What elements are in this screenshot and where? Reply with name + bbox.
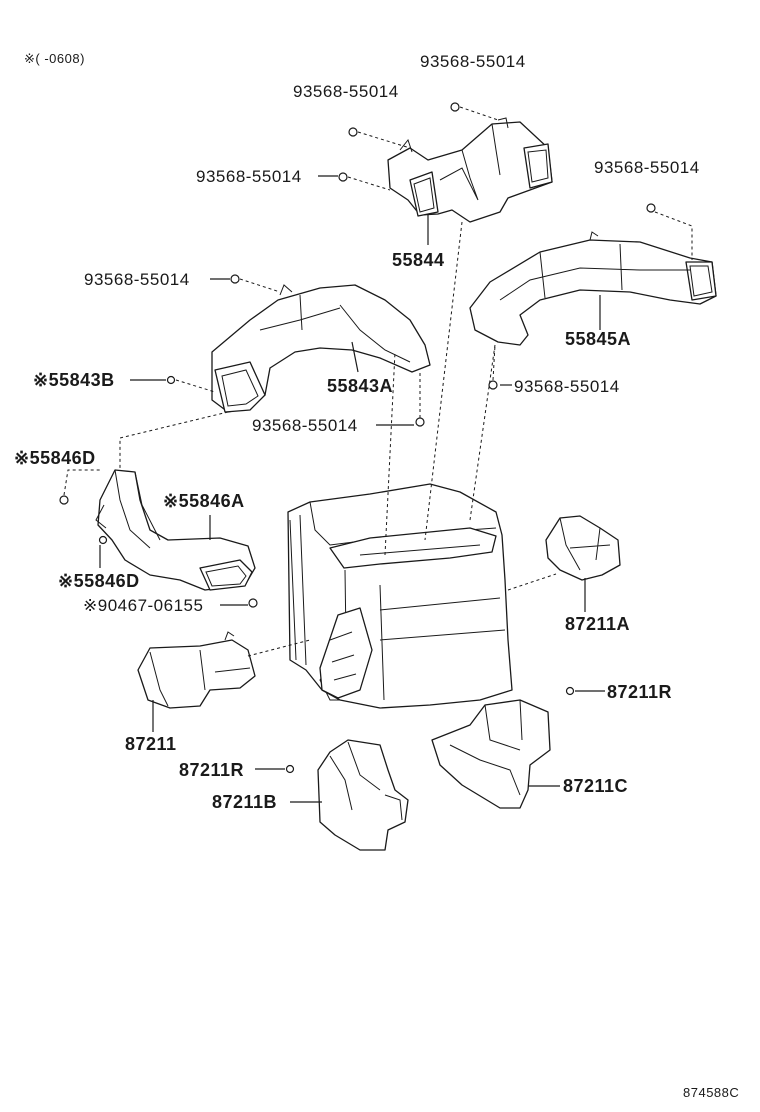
part-87211c-duct bbox=[431, 699, 551, 809]
leader-lines bbox=[99, 175, 605, 803]
part-55844-duct bbox=[387, 117, 553, 223]
footer-code: 874588C bbox=[683, 1085, 739, 1100]
part-55843a-duct bbox=[211, 284, 431, 413]
label-bolt-top-right: 93568-55014 bbox=[420, 52, 526, 71]
part-87211a-duct bbox=[545, 515, 621, 581]
label-55846d-top: ※55846D bbox=[14, 448, 96, 468]
part-87211-duct bbox=[137, 631, 256, 709]
label-bolt-right: 93568-55014 bbox=[594, 158, 700, 177]
part-55845a-duct bbox=[469, 231, 717, 346]
label-bolt-center: 93568-55014 bbox=[252, 416, 358, 435]
label-87211r-right: 87211R bbox=[607, 682, 672, 702]
part-heater-housing bbox=[287, 483, 513, 709]
label-87211b: 87211B bbox=[212, 792, 277, 812]
label-87211c: 87211C bbox=[563, 776, 628, 796]
label-90467: ※90467-06155 bbox=[83, 596, 203, 615]
bolts bbox=[59, 102, 656, 774]
part-87211b-duct bbox=[317, 739, 409, 851]
part-labels: 93568-55014 93568-55014 93568-55014 9356… bbox=[14, 52, 700, 812]
label-55845a: 55845A bbox=[565, 329, 631, 349]
dashed-guides bbox=[63, 106, 693, 657]
label-55846a: ※55846A bbox=[163, 491, 245, 511]
label-bolt-left: 93568-55014 bbox=[84, 270, 190, 289]
label-bolt-top-left: 93568-55014 bbox=[196, 167, 302, 186]
label-bolt-top-mid: 93568-55014 bbox=[293, 82, 399, 101]
label-87211: 87211 bbox=[125, 734, 177, 754]
label-bolt-right-lower: 93568-55014 bbox=[514, 377, 620, 396]
label-55844: 55844 bbox=[392, 250, 445, 270]
header-note: ※( -0608) bbox=[24, 51, 85, 66]
label-87211r-left: 87211R bbox=[179, 760, 244, 780]
label-87211a: 87211A bbox=[565, 614, 630, 634]
label-55843b: ※55843B bbox=[33, 370, 115, 390]
label-55843a: 55843A bbox=[327, 376, 393, 396]
label-55846d-bottom: ※55846D bbox=[58, 571, 140, 591]
part-55846a-duct bbox=[95, 469, 256, 591]
